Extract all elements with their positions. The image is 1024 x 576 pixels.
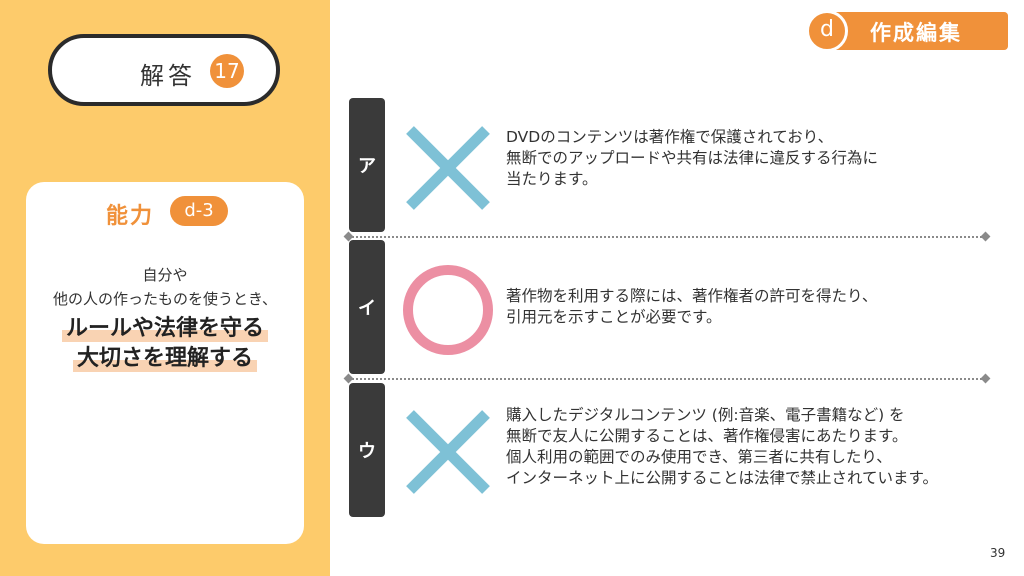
ability-highlight-text: ルールや法律を守る [61,310,268,342]
answer-label: 解答 [140,62,196,90]
explanation-line: 購入したデジタルコンテンツ (例:音楽、電子書籍など) を [506,406,905,424]
explanation-line: 著作物を利用する際には、著作権者の許可を得たり、 [506,287,878,305]
row-tab-a: ア [349,98,385,232]
ability-highlight-line: 大切さを理解する [26,340,304,372]
row-tab-u: ウ [349,383,385,517]
category-label: 作成編集 [870,21,962,45]
answer-number-badge: 17 [210,54,244,88]
ability-text-line: 他の人の作ったものを使うとき、 [53,290,277,308]
explanation-i: 著作物を利用する際には、著作権者の許可を得たり、 引用元を示すことが必要です。 [506,286,877,328]
left-panel: 解答 17 能力 d-3 自分や 他の人の作ったものを使うとき、 ルールや法律を… [0,0,330,576]
explanation-line: 無断でのアップロードや共有は法律に違反する行為に [506,149,879,167]
row-tab-i: イ [349,240,385,374]
explanation-line: DVDのコンテンツは著作権で保護されており、 [506,128,834,146]
explanation-line: 当たります。 [506,170,598,188]
explanation-u: 購入したデジタルコンテンツ (例:音楽、電子書籍など) を 無断で友人に公開する… [506,405,938,489]
answer-pill: 解答 17 [48,34,280,106]
explanation-line: 引用元を示すことが必要です。 [506,308,722,326]
ability-highlight-line: ルールや法律を守る [26,310,304,342]
cross-icon [406,410,490,494]
ability-title: 能力 [106,204,155,229]
explanation-line: 無断で友人に公開することは、著作権侵害にあたります。 [506,427,908,445]
explanation-line: 個人利用の範囲でのみ使用でき、第三者に共有したり、 [506,448,892,466]
category-letter: d [806,10,848,52]
ability-highlight-text: 大切さを理解する [72,340,257,372]
page-number: 39 [990,546,1006,560]
ability-card: 能力 d-3 自分や 他の人の作ったものを使うとき、 ルールや法律を守る 大切さ… [26,182,304,544]
ability-text-line: 自分や [142,266,188,284]
explanation-line: インターネット上に公開することは法律で禁止されています。 [506,469,938,487]
category-badge: d 作成編集 [806,10,1008,52]
circle-icon [403,265,493,355]
cross-icon [406,126,490,210]
ability-code-badge: d-3 [170,196,228,226]
explanation-a: DVDのコンテンツは著作権で保護されており、 無断でのアップロードや共有は法律に… [506,127,878,190]
row-divider [349,236,985,238]
row-divider [349,378,985,380]
